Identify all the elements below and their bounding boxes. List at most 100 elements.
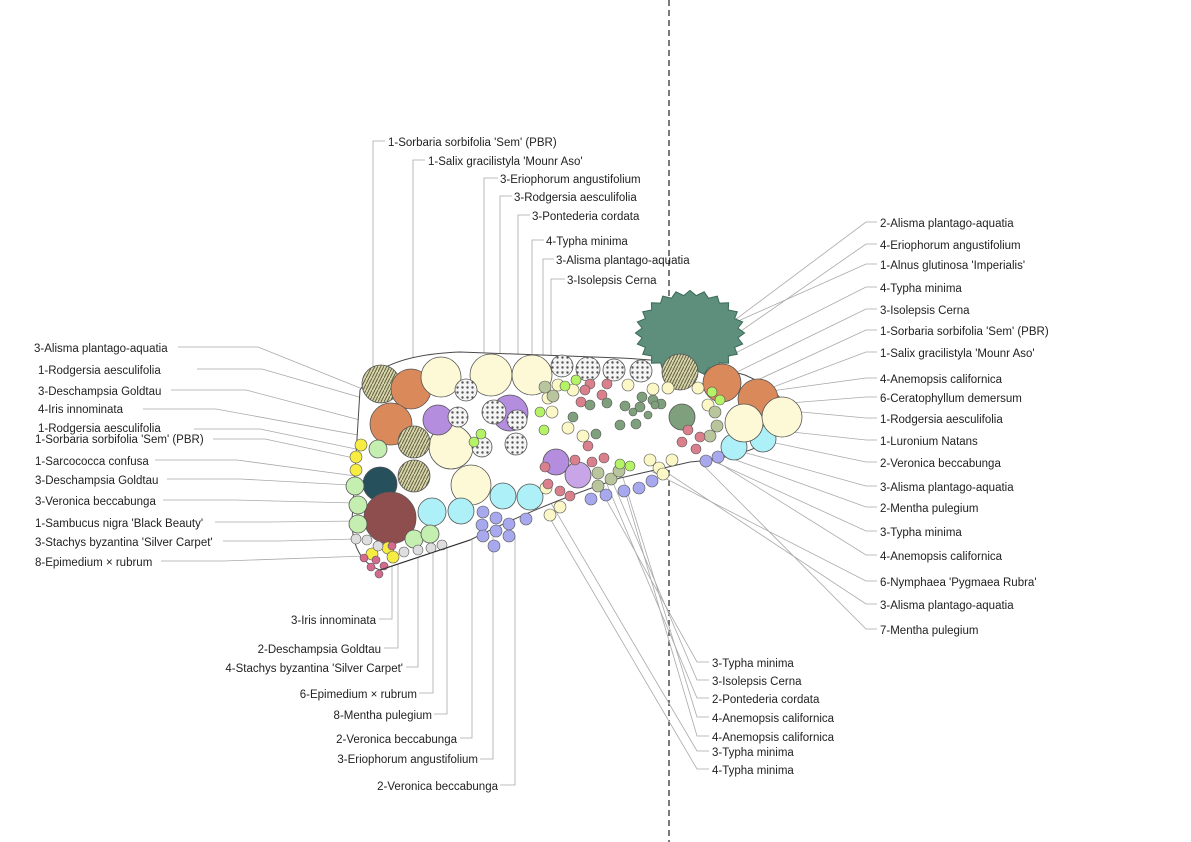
- leader-line: [707, 449, 877, 508]
- label-right-13: 2-Mentha pulegium: [880, 503, 978, 515]
- nymphaea-dot: [575, 396, 587, 408]
- label-left-8: 3-Veronica beccabunga: [35, 496, 156, 508]
- label-right-1: 4-Eriophorum angustifolium: [880, 240, 1021, 252]
- typha-clump: [602, 358, 626, 382]
- stachys-clump: [348, 514, 368, 534]
- leader-line: [699, 454, 877, 532]
- leader-line: [681, 243, 877, 373]
- leader-line: [610, 477, 709, 681]
- ceratophyllum-dot: [630, 418, 642, 430]
- epimedium-dot: [349, 463, 363, 477]
- isolepsis-dot: [538, 380, 552, 394]
- label-bl-1: 2-Deschampsia Goldtau: [258, 644, 381, 656]
- label-bl-0: 3-Iris innominata: [291, 615, 377, 627]
- right-labels: 2-Alisma plantago-aquatia 4-Eriophorum a…: [880, 218, 1049, 637]
- leader-line: [161, 555, 367, 562]
- label-left-2: 3-Deschampsia Goldtau: [38, 386, 161, 398]
- nymphaea-dot: [554, 485, 566, 497]
- leader-line: [163, 499, 356, 504]
- bed-edge: [379, 539, 471, 571]
- label-right-15: 4-Anemopsis californica: [880, 551, 1003, 563]
- ceratophyllum-dot: [650, 400, 660, 410]
- epimedium-dot: [354, 438, 368, 452]
- alisma-dot: [661, 381, 675, 395]
- label-top-3: 3-Rodgersia aesculifolia: [514, 192, 637, 204]
- nymphaea-dot: [579, 384, 591, 396]
- leader-line: [699, 461, 877, 630]
- leader-line: [547, 497, 709, 752]
- typha-dot: [624, 460, 636, 472]
- typha-clump: [506, 409, 528, 431]
- leader-line: [713, 443, 877, 487]
- ceratophyllum-dot: [601, 397, 613, 409]
- leader-line: [765, 440, 877, 463]
- label-bc-5: 3-Typha minima: [712, 747, 794, 759]
- typha-clump: [454, 378, 478, 402]
- label-top-2: 3-Eriophorum angustifolium: [500, 174, 641, 186]
- label-right-2: 1-Alnus glutinosa 'Imperialis': [880, 260, 1025, 272]
- leader-line: [197, 368, 391, 407]
- isolepsis-dot: [710, 419, 724, 433]
- bottom-left-labels: 3-Iris innominata 2-Deschampsia Goldtau …: [225, 615, 498, 793]
- label-bl-3: 6-Epimedium × rubrum: [300, 689, 417, 701]
- label-left-11: 8-Epimedium × rubrum: [35, 557, 152, 569]
- label-right-8: 6-Ceratophyllum demersum: [880, 393, 1022, 405]
- typha-clump: [629, 359, 653, 383]
- leader-line: [194, 428, 381, 455]
- alisma-dot: [646, 382, 660, 396]
- top-labels: 1-Sorbaria sorbifolia 'Sem' (PBR) 1-Sali…: [388, 137, 690, 287]
- label-bc-4: 4-Anemopsis californica: [712, 732, 835, 744]
- mentha-dot: [489, 511, 503, 525]
- leader-line: [739, 329, 877, 389]
- leader-line: [609, 449, 877, 582]
- stachys-clump: [348, 495, 368, 515]
- left-labels: 3-Alisma plantago-aquatia 1-Rodgersia ae…: [34, 343, 213, 569]
- nymphaea-dot: [690, 443, 702, 455]
- epimedium-dot: [371, 555, 381, 565]
- sorbaria-shrub: [724, 403, 764, 443]
- leader-line: [597, 484, 709, 663]
- isolepsis-dot: [703, 429, 717, 443]
- label-top-5: 4-Typha minima: [546, 236, 628, 248]
- label-right-6: 1-Salix gracilistyla 'Mounr Aso': [880, 348, 1035, 360]
- leader-line: [717, 263, 877, 331]
- pond-water: [542, 385, 682, 445]
- leader-line: [372, 140, 385, 372]
- leader-line: [547, 514, 709, 770]
- ceratophyllum-dot: [634, 401, 646, 413]
- label-right-16: 6-Nymphaea 'Pygmaea Rubra': [880, 577, 1037, 589]
- epimedium-dot: [387, 541, 397, 551]
- mentha-dot: [476, 529, 490, 543]
- label-right-18: 7-Mentha pulegium: [880, 625, 978, 637]
- nymphaea-dot: [694, 431, 706, 443]
- luronium-clump: [668, 403, 696, 431]
- typha-clump: [550, 354, 574, 378]
- leader-line: [213, 438, 369, 462]
- mentha-dot: [711, 450, 725, 464]
- mentha-dot: [489, 524, 503, 538]
- leader-line: [531, 239, 544, 380]
- nymphaea-dot: [542, 478, 554, 490]
- silver-carpet-dot: [398, 546, 410, 558]
- mentha-dot: [502, 517, 516, 531]
- nymphaea-dot: [601, 378, 613, 390]
- nymphaea-dot: [586, 456, 598, 468]
- leader-line: [517, 214, 530, 395]
- alisma-dot: [553, 500, 567, 514]
- silver-carpet-dot: [412, 544, 424, 556]
- mentha-dot: [487, 539, 501, 553]
- veronica-clump: [489, 482, 517, 510]
- label-left-7: 3-Deschampsia Goldtau: [35, 475, 158, 487]
- nymphaea-dot: [582, 440, 594, 452]
- alisma-dot: [621, 378, 635, 392]
- nymphaea-dot: [682, 424, 694, 436]
- leader-line: [412, 159, 425, 372]
- isolepsis-dot: [546, 389, 560, 403]
- nymphaea-dot: [598, 452, 610, 464]
- leader-line: [480, 537, 494, 760]
- label-top-6: 3-Alisma plantago-aquatia: [556, 255, 690, 267]
- typha-dot: [570, 374, 582, 386]
- label-right-7: 4-Anemopsis californica: [880, 374, 1003, 386]
- nymphaea-dot: [564, 490, 576, 502]
